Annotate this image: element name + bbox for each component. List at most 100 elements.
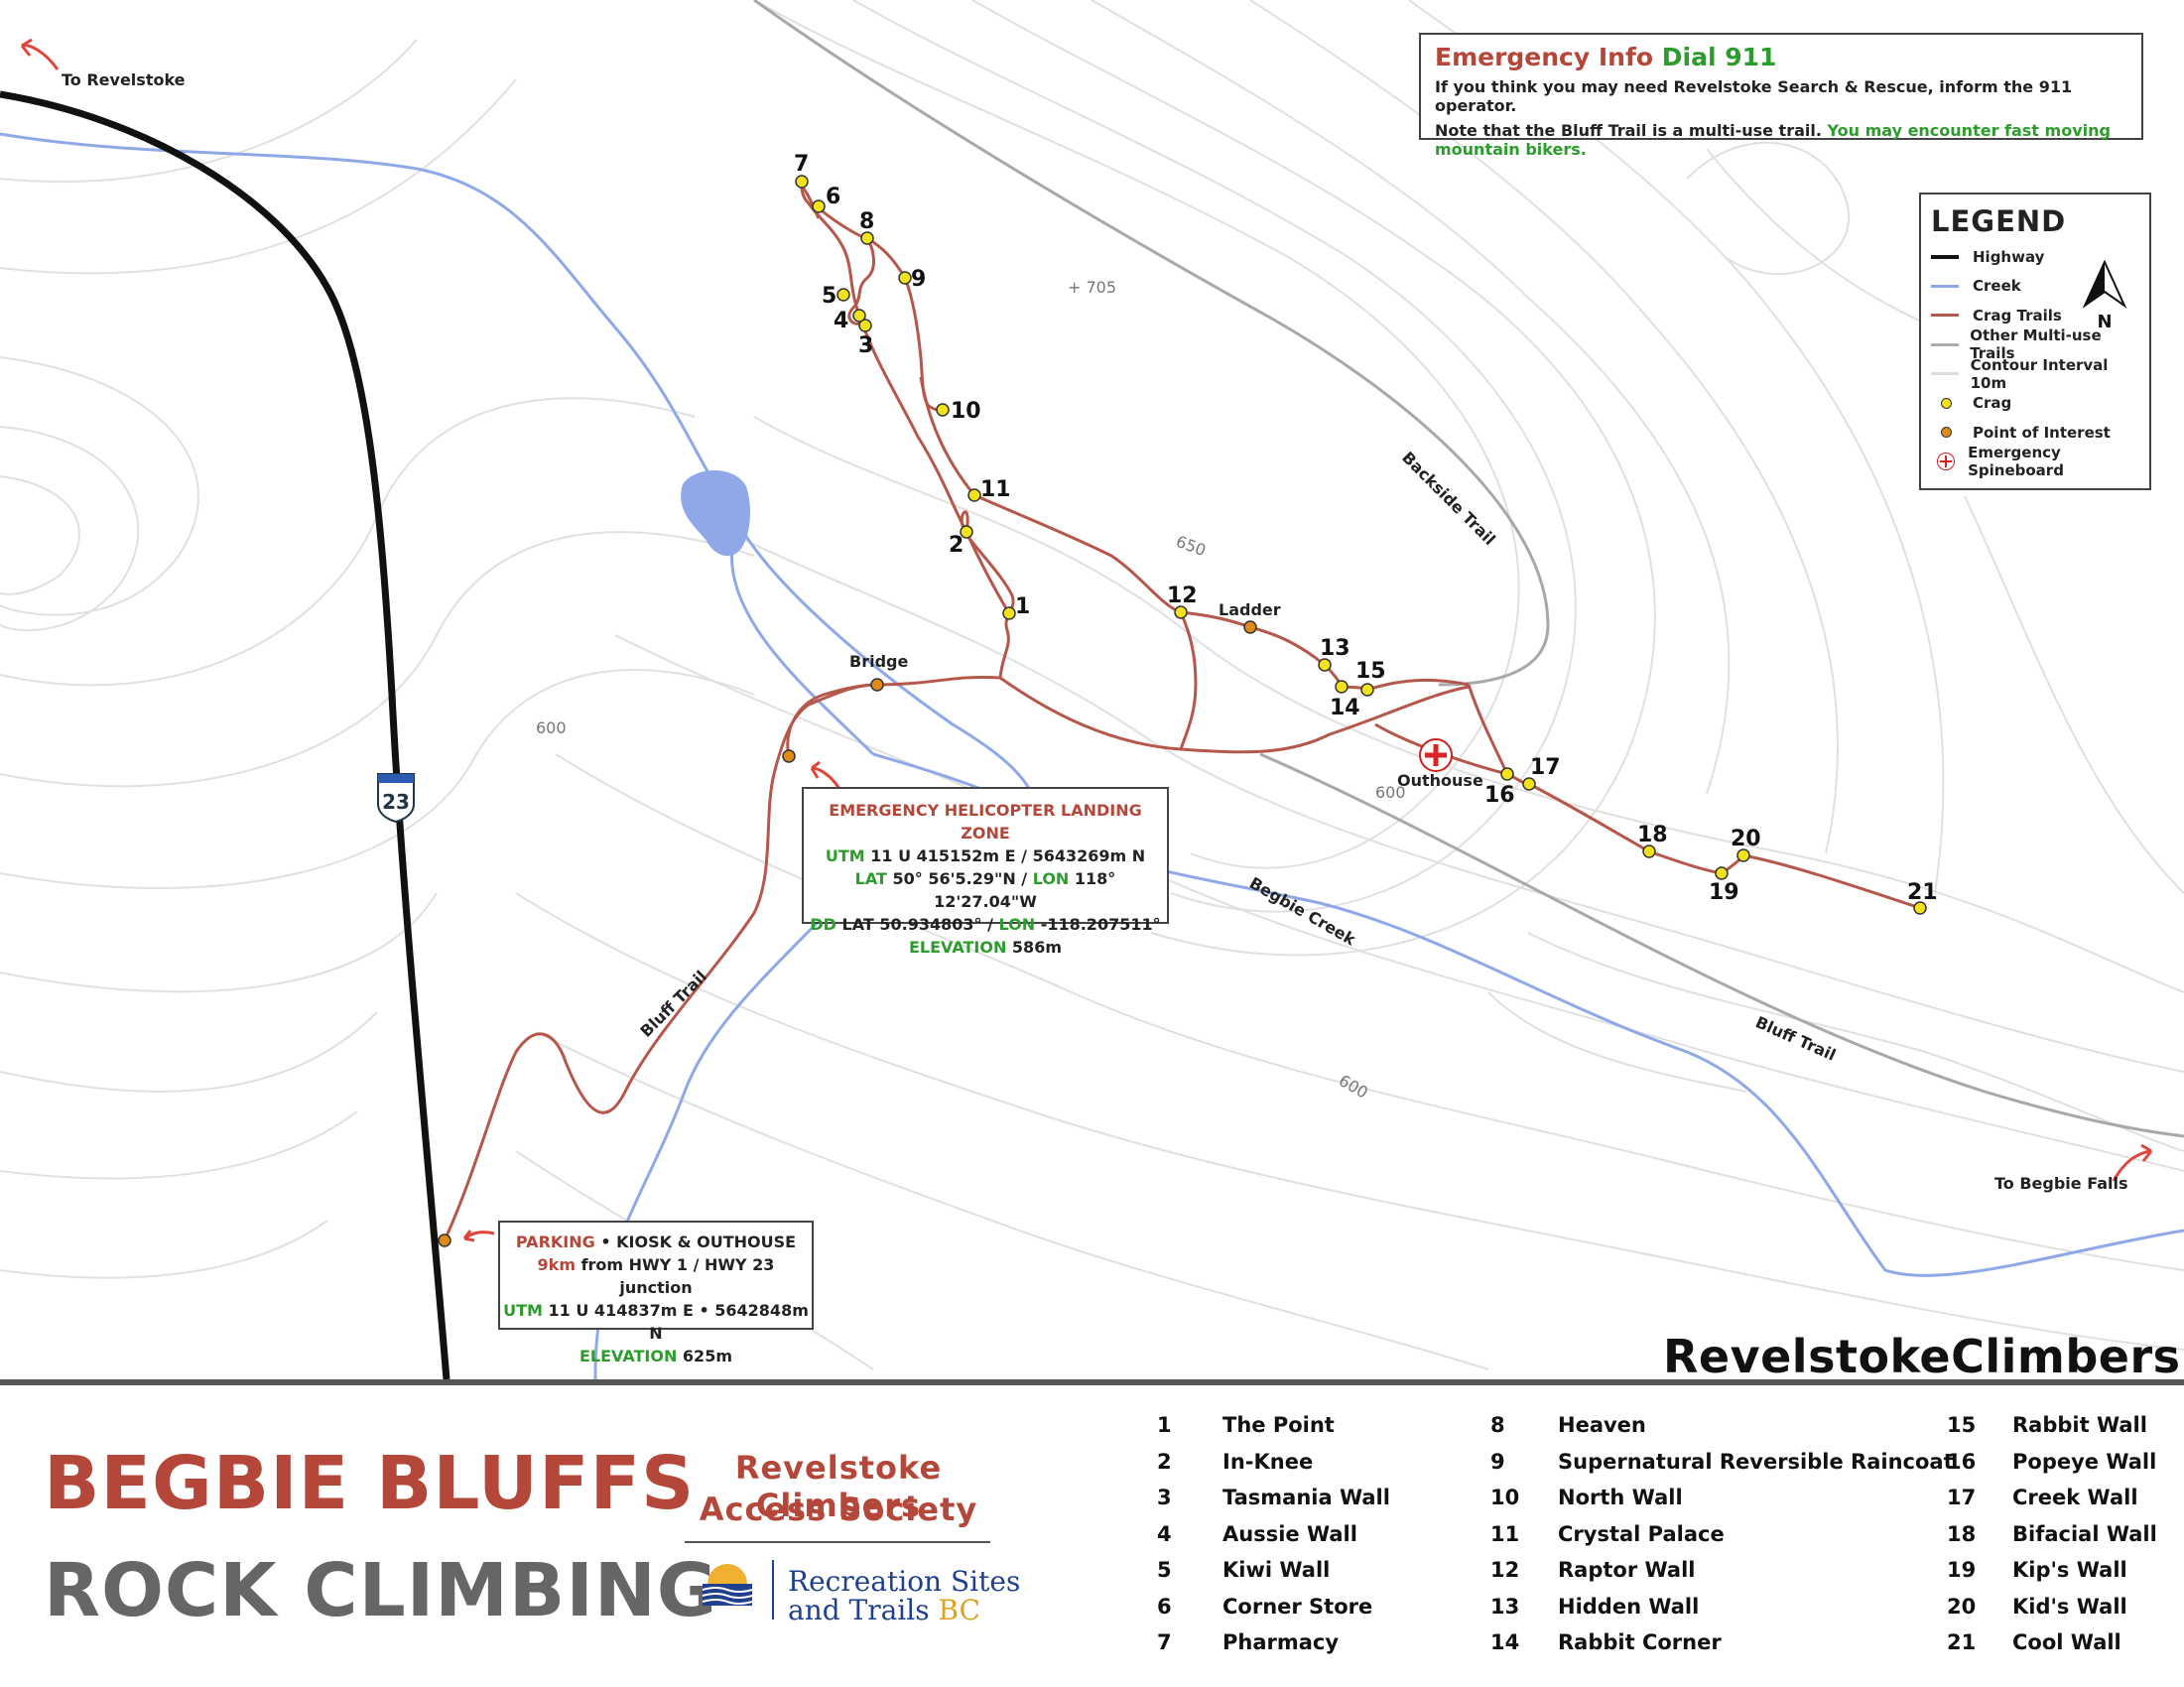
crag-marker [936, 403, 950, 417]
emergency-dial: Dial 911 [1661, 43, 1777, 71]
emergency-title: Emergency Info Dial 911 [1435, 43, 2127, 71]
crag-number: 1 [1015, 594, 1030, 619]
crag-number: 6 [826, 185, 840, 209]
emergency-line-2a: Note that the Bluff Trail is a multi-use… [1435, 121, 1822, 140]
highway [0, 90, 450, 1379]
crag-number: 8 [859, 209, 874, 234]
bc-government-logo-icon [702, 1564, 753, 1606]
map-title-begbie-bluffs: BEGBIE BLUFFS [44, 1441, 696, 1526]
contour-label-600: 600 [1375, 783, 1406, 802]
label-backside-trail: Backside Trail [1398, 448, 1499, 549]
crag-marker [960, 525, 973, 539]
rec-sites-line2: and Trails BC [788, 1594, 981, 1626]
north-arrow-icon: N [2082, 260, 2127, 331]
crag-marker [1174, 605, 1188, 619]
emergency-spineboard-icon [1419, 738, 1453, 772]
crag-number: 11 [980, 477, 1011, 502]
crag-marker [836, 288, 850, 302]
crag-number: 2 [949, 533, 964, 558]
heli-title: EMERGENCY HELICOPTER LANDING ZONE [829, 801, 1142, 843]
legend: LEGEND Highway Creek Crag Trails Other M… [1919, 193, 2151, 490]
legend-item-crag-trails: Crag Trails [1931, 301, 2139, 330]
helicopter-landing-zone-box: EMERGENCY HELICOPTER LANDING ZONE UTM 11… [802, 787, 1169, 957]
creek-line-symbol [1931, 284, 1959, 288]
highway-shield: 23 [377, 773, 415, 824]
heli-utm: UTM 11 U 415152m E / 5643269m N [825, 846, 1146, 865]
footer-divider [0, 1379, 2184, 1385]
society-name-line2: Access Society [699, 1491, 978, 1528]
crag-marker [1335, 680, 1349, 694]
crag-marker [858, 319, 872, 332]
other-trails [753, 0, 2184, 1138]
label-outhouse: Outhouse [1397, 771, 1483, 790]
contour-line-symbol [1931, 372, 1959, 376]
legend-title: LEGEND [1931, 204, 2067, 238]
contour-label-600: 600 [1336, 1071, 1371, 1103]
label-to-begbie-falls: To Begbie Falls [1994, 1174, 2128, 1193]
crag-number: 17 [1530, 755, 1561, 780]
emergency-line-1: If you think you may need Revelstoke Sea… [1435, 77, 2073, 115]
crag-marker [795, 175, 809, 189]
crag-number: 7 [794, 152, 809, 177]
emergency-line-2b: You may encounter fast moving mountain b… [1435, 121, 2111, 159]
legend-item-contour: Contour Interval 10m [1931, 356, 2139, 392]
map-title-rock-climbing: ROCK CLIMBING [44, 1548, 718, 1633]
crag-marker [860, 231, 874, 245]
label-to-revelstoke: To Revelstoke [62, 70, 186, 89]
crag-marker [1736, 848, 1750, 862]
heli-latlon: LAT 50° 56'5.29"N / LON 118° 12'27.04"W [854, 869, 1116, 911]
crag-marker [1913, 901, 1927, 915]
trail-map[interactable]: 23 [0, 0, 2184, 1379]
crag-marker [1002, 606, 1016, 620]
legend-item-crag: Crag [1931, 389, 2139, 419]
website-link[interactable]: RevelstokeClimbers.org [1663, 1330, 2184, 1383]
svg-text:N: N [2097, 312, 2112, 331]
crag-number: 20 [1731, 827, 1761, 851]
heli-dd: DD LAT 50.934803° / LON -118.207511° [810, 915, 1161, 934]
legend-item-creek: Creek [1931, 272, 2139, 302]
direction-arrows [20, 38, 2153, 1242]
legend-item-poi: Point of Interest [1931, 418, 2139, 448]
crag-trail-line-symbol [1931, 314, 1959, 318]
contour-lines [0, 0, 2184, 1370]
contour-label-650: 650 [1174, 532, 1209, 560]
rec-sites-line1: Recreation Sites [788, 1565, 1021, 1598]
crag-number: 9 [911, 267, 926, 292]
crag-number: 15 [1355, 659, 1386, 684]
label-bridge: Bridge [849, 652, 908, 671]
lake [681, 470, 750, 557]
contour-label-600: 600 [536, 718, 567, 737]
crag-marker [898, 271, 912, 285]
crag-number: 18 [1637, 823, 1668, 847]
poi-dot-symbol [1941, 427, 1952, 439]
crag-marker [1500, 767, 1514, 781]
crag-marker [1318, 658, 1332, 672]
heli-elevation: ELEVATION 586m [908, 938, 1062, 957]
legend-item-highway: Highway [1931, 242, 2139, 272]
crag-number: 4 [834, 309, 848, 333]
parking-utm: UTM 11 U 414837m E • 5642848m N [503, 1301, 809, 1343]
crag-number: 16 [1484, 783, 1515, 808]
legend-item-other-trails: Other Multi-use Trails [1931, 326, 2139, 362]
parking-distance: 9km from HWY 1 / HWY 23 junction [537, 1255, 775, 1297]
emergency-line-2: Note that the Bluff Trail is a multi-use… [1435, 121, 2127, 159]
crag-marker [812, 199, 826, 213]
crag-marker [1522, 777, 1536, 791]
svg-text:23: 23 [382, 790, 410, 814]
crag-number: 19 [1709, 880, 1739, 905]
spot-elevation-705: + 705 [1068, 278, 1116, 297]
